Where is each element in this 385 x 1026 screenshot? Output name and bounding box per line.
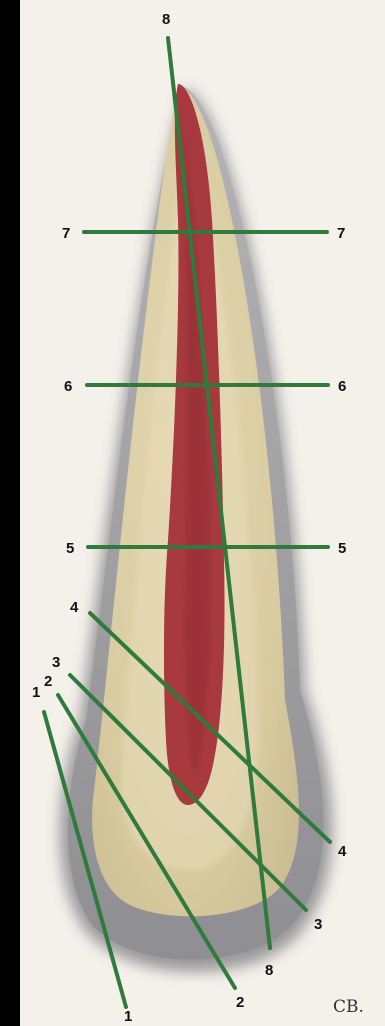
label-5-right: 5: [338, 540, 346, 557]
label-1-top: 1: [32, 684, 40, 701]
label-6-left: 6: [64, 378, 72, 395]
label-1-bottom: 1: [124, 1008, 132, 1025]
label-8-bottom: 8: [265, 962, 273, 979]
label-3-bottom: 3: [314, 916, 322, 933]
label-2-top: 2: [44, 673, 52, 690]
artist-signature: CB.: [333, 997, 364, 1017]
label-3-top: 3: [52, 654, 60, 671]
label-8-top: 8: [162, 11, 170, 28]
label-4-top: 4: [70, 599, 79, 616]
label-5-left: 5: [66, 540, 74, 557]
label-7-left: 7: [62, 225, 70, 242]
label-7-right: 7: [337, 225, 345, 242]
label-2-bottom: 2: [236, 994, 244, 1011]
label-6-right: 6: [338, 378, 346, 395]
label-4-bottom: 4: [338, 843, 347, 860]
